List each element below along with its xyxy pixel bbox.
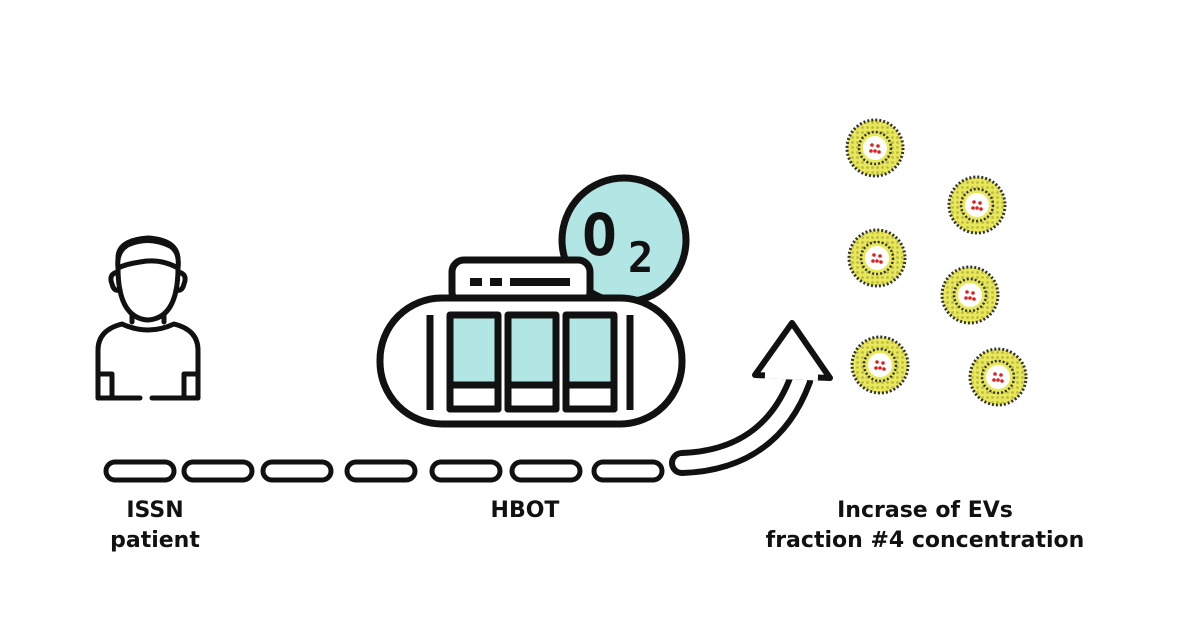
extracellular-vesicle-icon (947, 175, 1007, 235)
evs-label-line2: fraction #4 concentration (765, 528, 1085, 553)
extracellular-vesicle-icon (845, 118, 905, 178)
hyperbaric-chamber-icon: O 2 (376, 174, 690, 428)
hbot-label: HBOT (470, 496, 580, 526)
curved-arrow-icon (669, 320, 833, 476)
timeline-segment (181, 459, 255, 483)
patient-label-line1: ISSN (126, 498, 184, 523)
vesicle-group (845, 118, 1028, 407)
timeline-segment (429, 459, 503, 483)
timeline-segment (344, 459, 418, 483)
evs-label: Incrase of EVs fraction #4 concentration (760, 496, 1090, 556)
o2-letter: O (582, 201, 617, 269)
timeline-segment (103, 459, 177, 483)
timeline-segment (260, 459, 334, 483)
extracellular-vesicle-icon (850, 335, 910, 395)
timeline (103, 459, 665, 483)
evs-label-line1: Incrase of EVs (837, 498, 1013, 523)
extracellular-vesicle-icon (847, 228, 907, 288)
timeline-segment (591, 459, 665, 483)
extracellular-vesicle-icon (940, 265, 1000, 325)
o2-subscript: 2 (628, 233, 653, 282)
hbot-label-line1: HBOT (490, 498, 560, 523)
patient-label-line2: patient (110, 528, 200, 553)
timeline-segment (509, 459, 583, 483)
extracellular-vesicle-icon (968, 347, 1028, 407)
patient-label: ISSN patient (100, 496, 210, 556)
person-icon (95, 235, 201, 401)
